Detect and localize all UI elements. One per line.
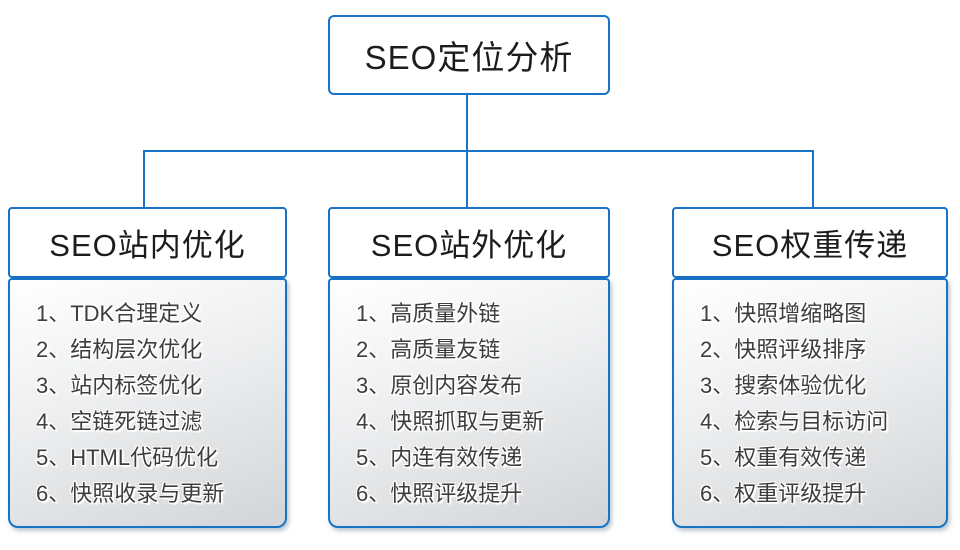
root-node: SEO定位分析	[328, 15, 610, 95]
list-item: 5、权重有效传递	[700, 445, 867, 470]
list-item: 1、高质量外链	[356, 301, 501, 326]
list-item: 4、检索与目标访问	[700, 409, 889, 434]
list-item: 4、空链死链过滤	[36, 409, 203, 434]
branch-header: SEO站内优化	[8, 207, 287, 278]
list-item: 2、快照评级排序	[700, 337, 867, 362]
list-item: 3、原创内容发布	[356, 373, 523, 398]
branch-item-list: 1、快照增缩略图 2、快照评级排序 3、搜索体验优化 4、检索与目标访问 5、权…	[672, 278, 948, 528]
branch-title: SEO权重传递	[711, 228, 909, 263]
list-item: 5、HTML代码优化	[36, 445, 219, 470]
list-item: 5、内连有效传递	[356, 445, 523, 470]
list-item: 6、快照评级提升	[356, 481, 523, 506]
connector-line-right-stub	[812, 150, 814, 208]
list-item: 1、快照增缩略图	[700, 301, 867, 326]
branch-title: SEO站内优化	[49, 228, 246, 263]
branch-item-list: 1、TDK合理定义 2、结构层次优化 3、站内标签优化 4、空链死链过滤 5、H…	[8, 278, 287, 528]
list-item: 2、高质量友链	[356, 337, 501, 362]
connector-line-center-stub	[466, 150, 468, 208]
root-node-title: SEO定位分析	[364, 39, 574, 76]
branch-header: SEO站外优化	[328, 207, 610, 278]
connector-line-left-stub	[143, 150, 145, 208]
branch-title: SEO站外优化	[370, 228, 568, 263]
branch-header: SEO权重传递	[672, 207, 948, 278]
list-item: 2、结构层次优化	[36, 337, 203, 362]
list-item: 3、站内标签优化	[36, 373, 203, 398]
list-item: 1、TDK合理定义	[36, 301, 203, 326]
connector-line-root-vertical	[466, 95, 468, 151]
list-item: 4、快照抓取与更新	[356, 409, 545, 434]
connector-line-horizontal	[143, 150, 814, 152]
list-item: 6、权重评级提升	[700, 481, 867, 506]
list-item: 6、快照收录与更新	[36, 481, 225, 506]
list-item: 3、搜索体验优化	[700, 373, 867, 398]
branch-item-list: 1、高质量外链 2、高质量友链 3、原创内容发布 4、快照抓取与更新 5、内连有…	[328, 278, 610, 528]
